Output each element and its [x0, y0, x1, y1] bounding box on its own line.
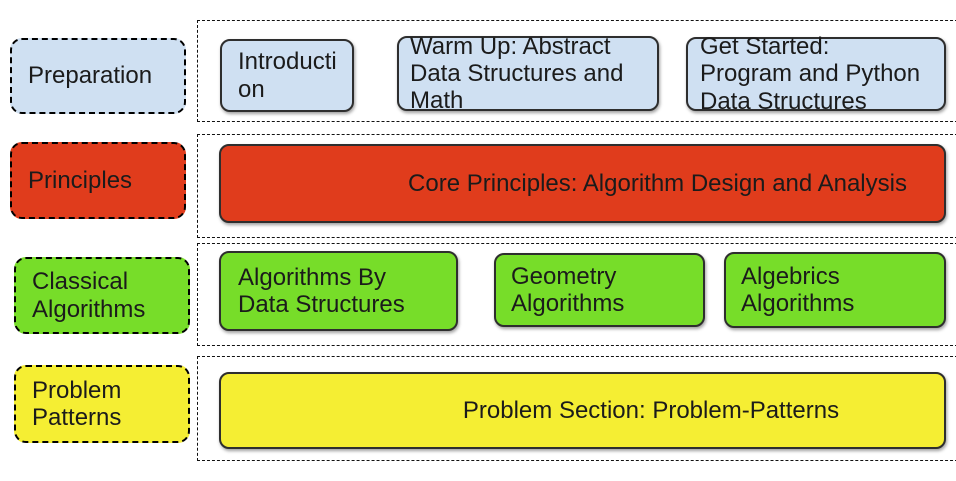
row-label-classical-algorithms: Classical Algorithms	[14, 257, 190, 334]
node-introduction: Introducti on	[220, 39, 354, 112]
stage-container-problem-patterns: Problem Section: Problem-Patterns	[197, 356, 956, 461]
node-algebrics-algorithms: Algebrics Algorithms	[724, 252, 946, 328]
node-algorithms-by-data-structures: Algorithms By Data Structures	[219, 251, 458, 331]
stage-container-classical-algorithms: Algorithms By Data Structures Geometry A…	[197, 243, 956, 346]
node-core-principles-algorithm-design-and-analysis: Core Principles: Algorithm Design and An…	[219, 144, 946, 223]
stage-container-principles: Core Principles: Algorithm Design and An…	[197, 134, 956, 238]
node-get-started-program-and-python-data-structures: Get Started: Program and Python Data Str…	[686, 33, 946, 115]
node-problem-section-problem-patterns: Problem Section: Problem-Patterns	[219, 372, 946, 449]
node-warm-up-abstract-data-structures-and-math: Warm Up: Abstract Data Structures and Ma…	[397, 33, 659, 114]
row-label-problem-patterns: Problem Patterns	[14, 365, 190, 443]
node-geometry-algorithms: Geometry Algorithms	[494, 253, 705, 327]
stage-container-preparation: Introducti on Warm Up: Abstract Data Str…	[197, 20, 956, 122]
row-label-principles: Principles	[10, 142, 186, 219]
row-label-preparation: Preparation	[10, 38, 186, 114]
